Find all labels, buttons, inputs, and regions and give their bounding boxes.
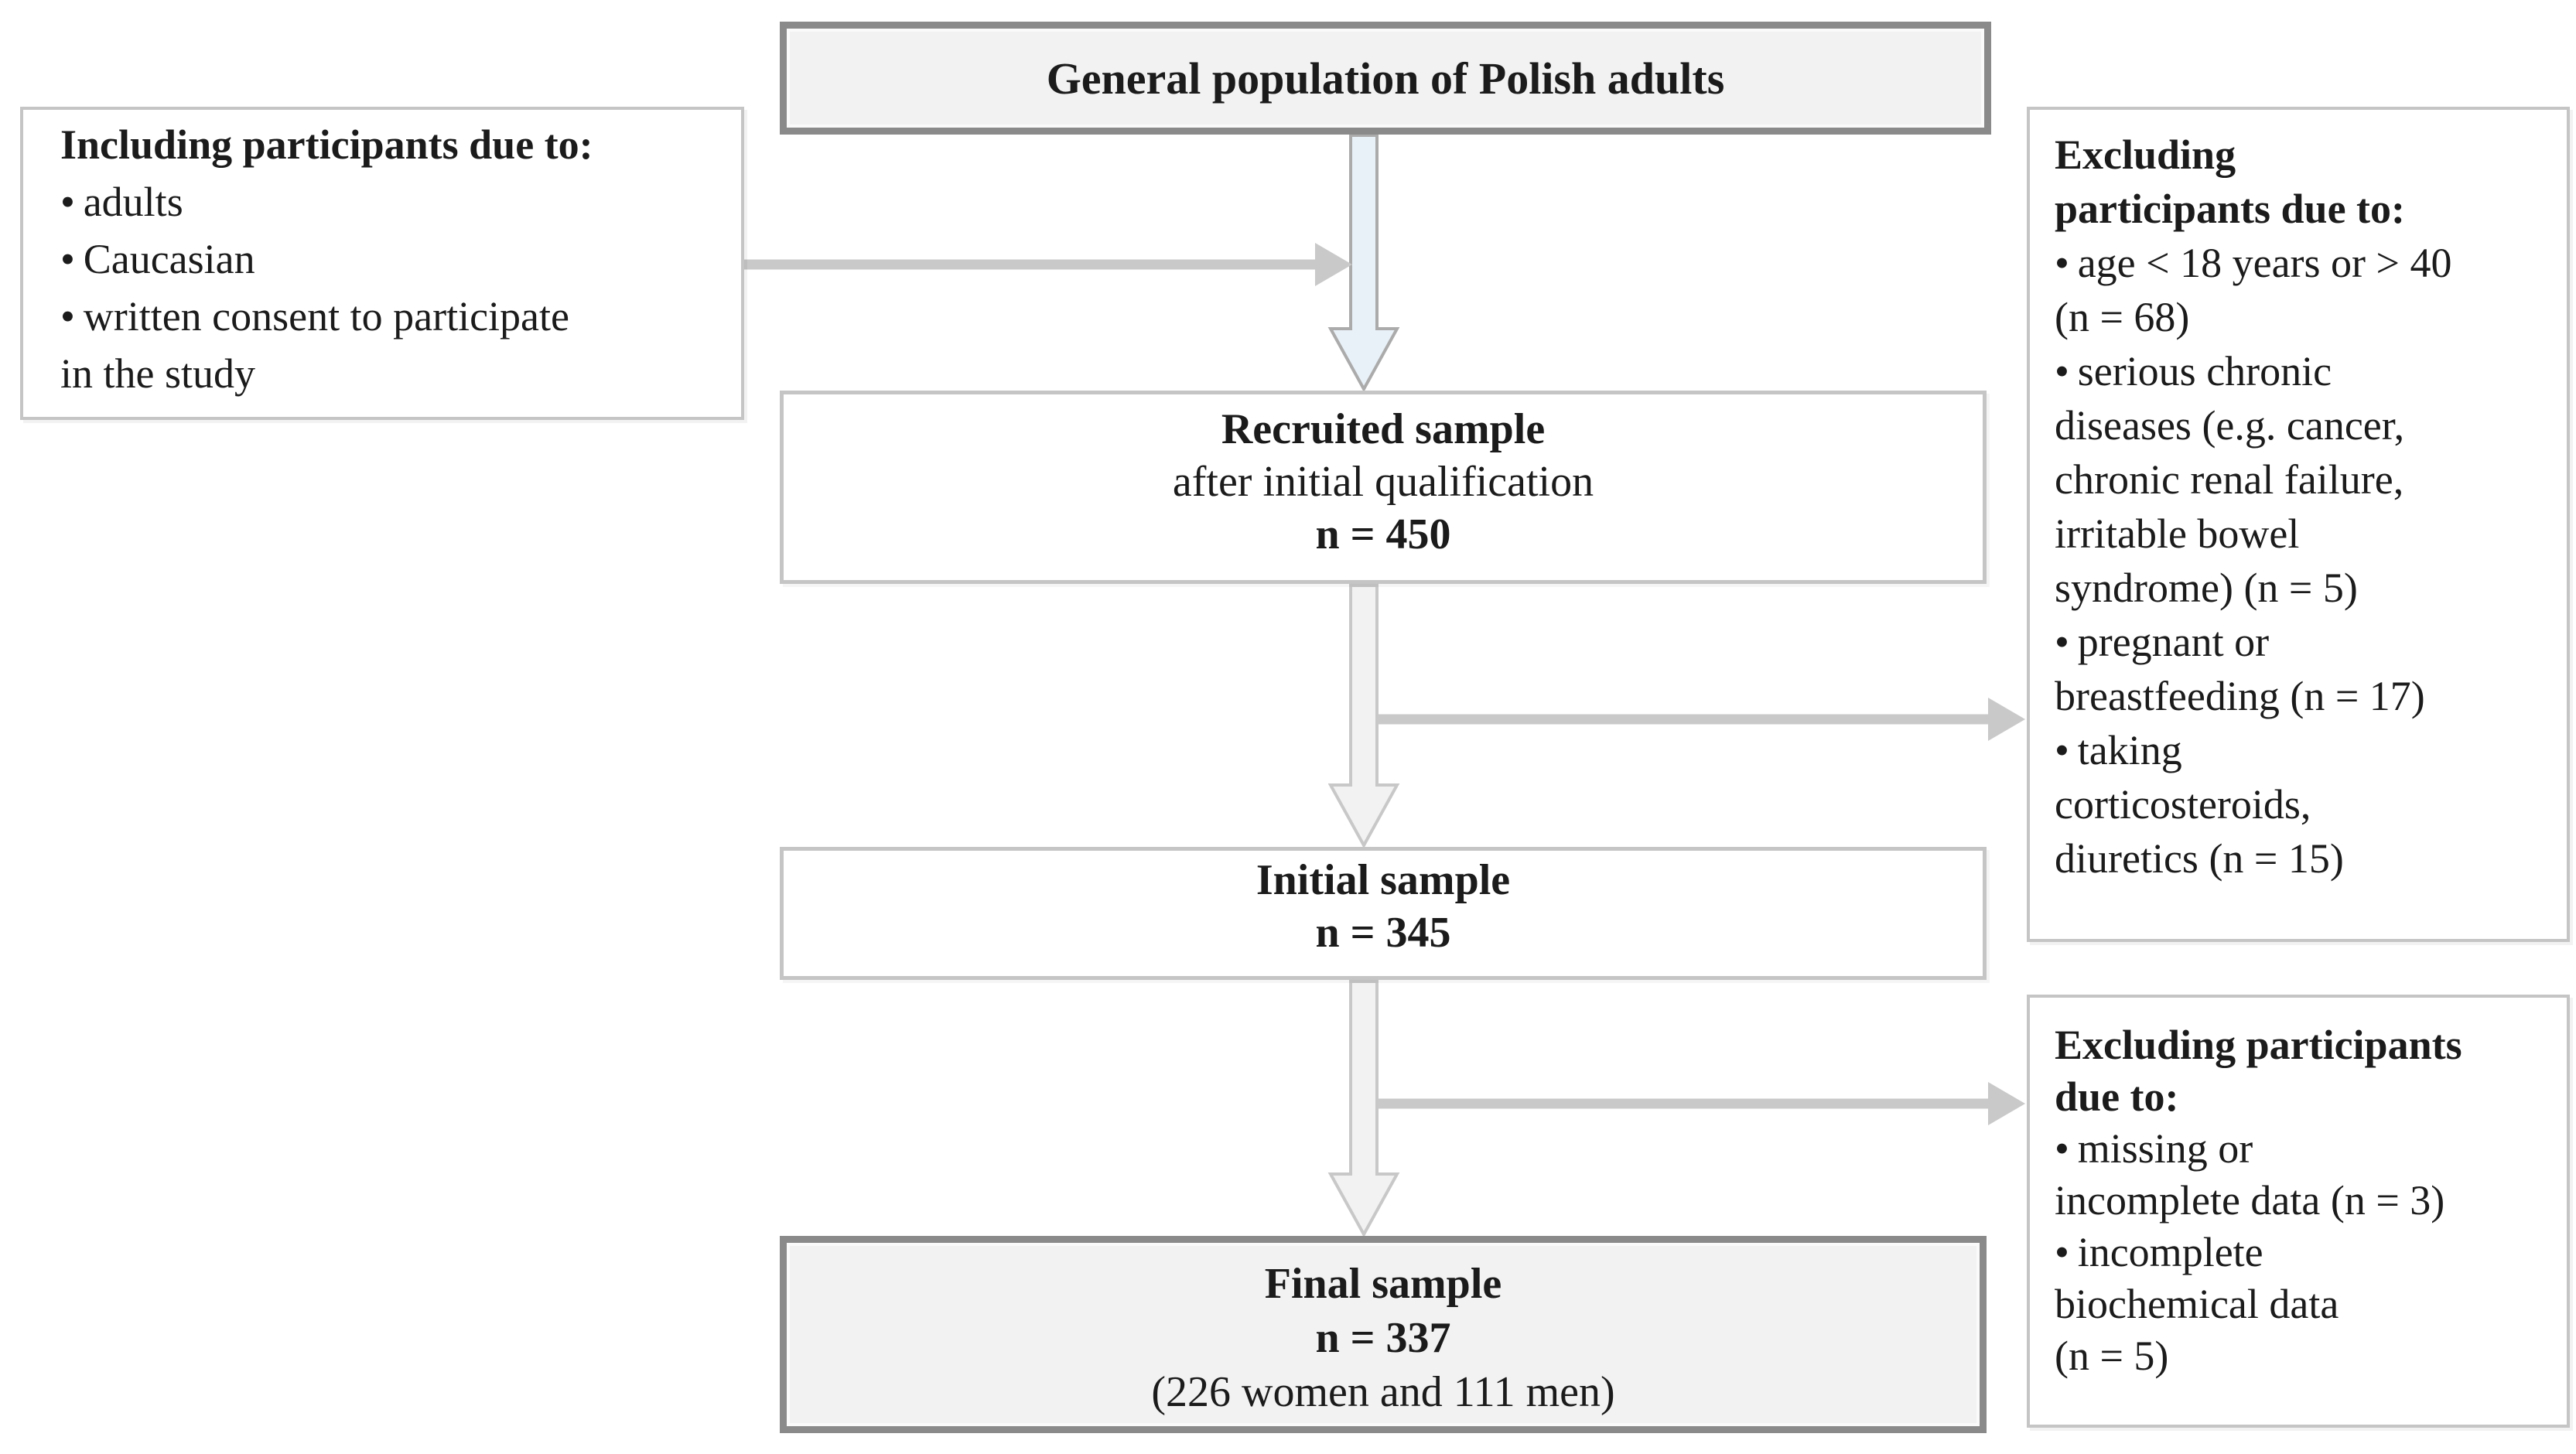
inclusion-item-consent-cont: in the study [60, 350, 255, 397]
arrow-recruited-to-initial [1327, 584, 1400, 849]
exclusion1-item-medication: • taking [2055, 727, 2182, 773]
final-detail: (226 women and 111 men) [1151, 1368, 1615, 1416]
general-population-label: General population of Polish adults [1046, 53, 1725, 104]
exclusion2-heading: Excluding participants [2055, 1022, 2462, 1068]
arrow-population-to-recruited [1327, 134, 1400, 393]
exclusion1-heading-cont: participants due to: [2055, 186, 2406, 232]
exclusion1-item-pregnant: • pregnant or [2055, 619, 2270, 665]
box-inclusion-criteria: Including participants due to: • adults … [20, 107, 744, 420]
recruited-count: n = 450 [1315, 510, 1451, 558]
exclusion1-item-medication-cont: corticosteroids, [2055, 781, 2311, 828]
initial-title: Initial sample [1256, 856, 1511, 904]
exclusion1-item-diseases-n: syndrome) (n = 5) [2055, 565, 2358, 611]
exclusion2-item-biochem: • incomplete [2055, 1229, 2263, 1275]
initial-count: n = 345 [1315, 909, 1451, 957]
recruited-title: Recruited sample [1221, 405, 1546, 453]
exclusion1-item-diseases-cont2: chronic renal failure, [2055, 456, 2404, 503]
exclusion1-item-age-n: (n = 68) [2055, 294, 2190, 340]
exclusion1-item-medication-n: diuretics (n = 15) [2055, 835, 2344, 882]
inclusion-heading: Including participants due to: [60, 121, 593, 168]
box-exclusion-criteria-2: Excluding participants due to: • missing… [2027, 995, 2570, 1428]
exclusion1-item-age: • age < 18 years or > 40 [2055, 240, 2452, 286]
exclusion1-item-diseases-cont3: irritable bowel [2055, 510, 2300, 557]
exclusion1-item-pregnant-n: breastfeeding (n = 17) [2055, 673, 2425, 719]
exclusion1-item-diseases-cont1: diseases (e.g. cancer, [2055, 402, 2405, 449]
arrow-inclusion-connector [744, 243, 1352, 286]
exclusion2-item-missing-n: incomplete data (n = 3) [2055, 1177, 2445, 1224]
arrow-initial-to-final [1327, 980, 1400, 1238]
box-exclusion-criteria-1: Excluding participants due to: • age < 1… [2027, 107, 2570, 942]
box-recruited-sample: Recruited sample after initial qualifica… [780, 391, 1987, 584]
exclusion1-item-diseases: • serious chronic [2055, 348, 2332, 394]
box-final-sample: Final sample n = 337 (226 women and 111 … [780, 1236, 1987, 1433]
exclusion2-item-missing: • missing or [2055, 1125, 2253, 1172]
inclusion-item-caucasian: • Caucasian [60, 236, 255, 282]
final-count: n = 337 [1315, 1314, 1451, 1362]
inclusion-item-adults: • adults [60, 179, 183, 225]
exclusion2-item-biochem-cont: biochemical data [2055, 1281, 2339, 1327]
exclusion2-heading-cont: due to: [2055, 1073, 2179, 1120]
box-general-population: General population of Polish adults [780, 22, 1991, 135]
arrow-exclusion2-connector [1378, 1082, 2025, 1125]
inclusion-item-consent: • written consent to participate [60, 293, 569, 340]
arrow-exclusion1-connector [1378, 698, 2025, 741]
box-initial-sample: Initial sample n = 345 [780, 847, 1987, 980]
recruited-subtitle: after initial qualification [1172, 458, 1594, 506]
final-title: Final sample [1264, 1260, 1502, 1308]
exclusion1-heading: Excluding [2055, 131, 2236, 178]
exclusion2-item-biochem-n: (n = 5) [2055, 1333, 2169, 1379]
